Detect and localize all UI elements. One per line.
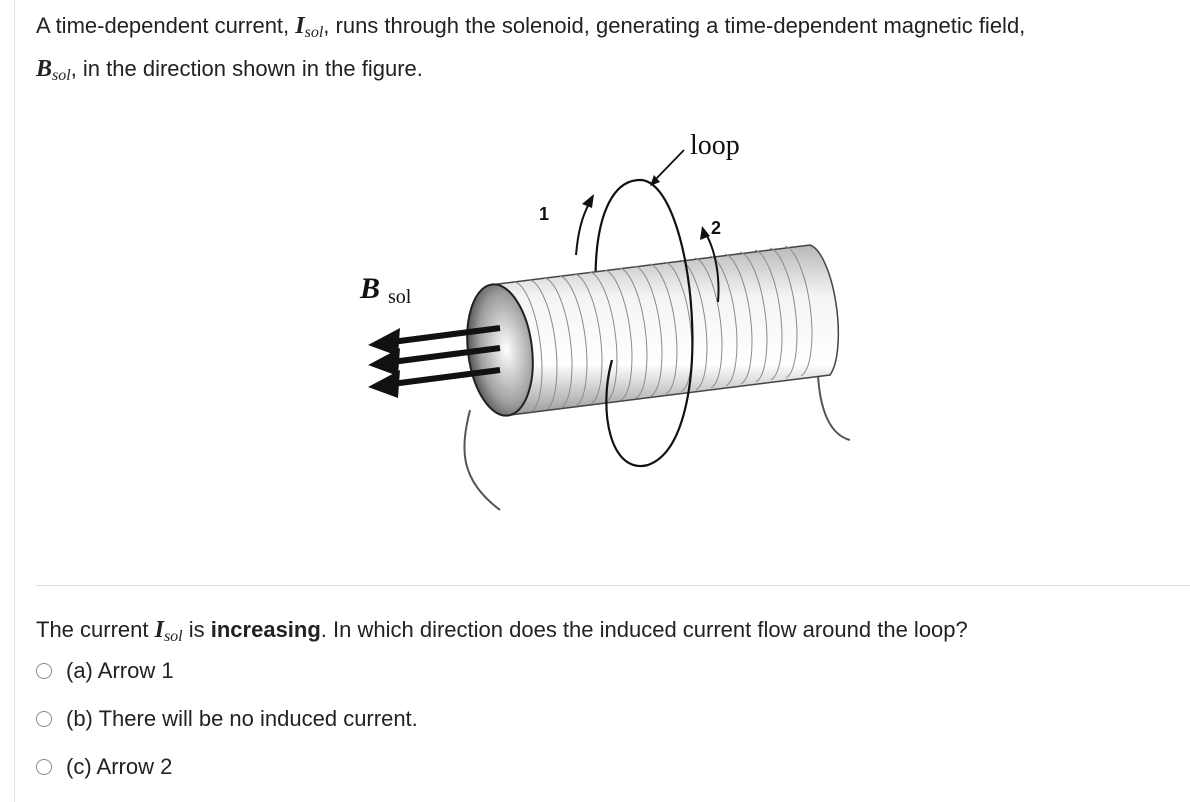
solenoid-body xyxy=(489,244,840,416)
arrow-1-label: 1 xyxy=(539,204,550,224)
question-part2: is xyxy=(182,617,211,642)
arrow-1-shaft xyxy=(575,201,591,256)
left-border xyxy=(14,0,15,802)
question-part1: The current xyxy=(36,617,155,642)
answer-options: (a) Arrow 1 (b) There will be no induced… xyxy=(36,652,418,796)
question-text: The current Isol is increasing. In which… xyxy=(36,612,1176,655)
intro-part1: A time-dependent current, xyxy=(36,13,296,38)
intro-part2: , runs through the solenoid, generating … xyxy=(323,13,1026,38)
solenoid-windings xyxy=(514,245,813,413)
loop-pointer-line xyxy=(652,149,685,183)
question-part3: . In which direction does the induced cu… xyxy=(320,617,968,642)
field-label: B xyxy=(360,272,381,305)
option-b-radio[interactable] xyxy=(36,711,52,727)
option-c[interactable]: (c) Arrow 2 xyxy=(36,748,418,786)
arrow-2-label: 2 xyxy=(711,218,722,238)
arrow-2-head xyxy=(700,226,710,240)
intro-part3: , in the direction shown in the figure. xyxy=(70,56,423,81)
field-label-subscript: sol xyxy=(388,286,412,308)
field-arrows xyxy=(368,325,501,398)
arrow-1-head xyxy=(582,194,594,208)
solenoid-drawing xyxy=(368,149,851,511)
option-c-label[interactable]: (c) Arrow 2 xyxy=(66,754,173,779)
field-symbol: B xyxy=(36,56,53,82)
option-c-radio[interactable] xyxy=(36,759,52,775)
lead-wire-right xyxy=(817,374,851,441)
loop-front xyxy=(605,178,694,468)
intro-text: A time-dependent current, Isol, runs thr… xyxy=(36,8,1176,94)
field-subscript: sol xyxy=(52,67,71,84)
solenoid-figure: loop B sol 1 2 xyxy=(340,120,880,520)
question-emphasis: increasing xyxy=(210,617,321,642)
arrow-2-shaft xyxy=(705,233,720,303)
section-divider xyxy=(36,585,1190,586)
current-symbol: I xyxy=(295,13,305,39)
option-b-label[interactable]: (b) There will be no induced current. xyxy=(66,706,418,731)
option-a[interactable]: (a) Arrow 1 xyxy=(36,652,418,690)
loop-pointer-head xyxy=(650,175,660,186)
loop-label: loop xyxy=(690,130,740,161)
option-a-label[interactable]: (a) Arrow 1 xyxy=(66,658,174,683)
option-b[interactable]: (b) There will be no induced current. xyxy=(36,700,418,738)
current-subscript: sol xyxy=(304,24,324,41)
question-current-subscript: sol xyxy=(163,628,183,645)
lead-wire-left xyxy=(463,409,501,511)
question-current-symbol: I xyxy=(154,617,164,643)
option-a-radio[interactable] xyxy=(36,663,52,679)
